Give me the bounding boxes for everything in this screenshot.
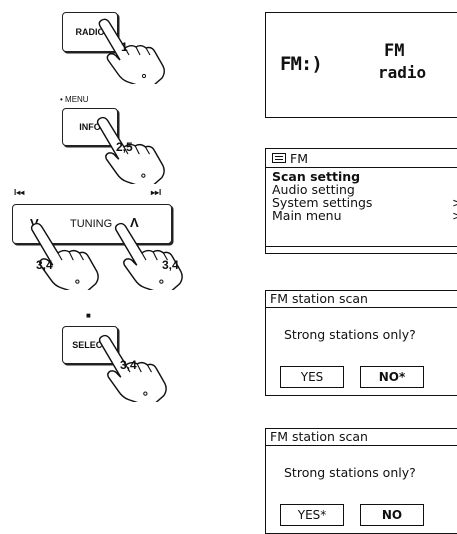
lcd-screen-splash: FM:) FM radio [265,12,457,118]
lcd-screen-scan-no: FM station scan Strong stations only? YE… [265,290,457,396]
menu-item-main-menu[interactable]: Main menu [272,209,342,222]
splash-line2: radio [378,63,426,82]
yes-button[interactable]: YES [280,366,344,388]
lcd-screen-menu: FM Scan setting Audio setting System set… [265,148,457,254]
list-icon [272,153,286,163]
step-number: 3,4 [120,358,137,372]
chevron-right-icon: > [452,209,457,222]
divider [266,167,457,168]
step-number: 3,4 [162,258,179,272]
pointing-hand-icon [88,18,170,84]
select-square-icon: ■ [86,311,91,320]
no-button[interactable]: NO* [360,366,424,388]
pointing-hand-icon [104,222,188,290]
fm-logo: FM:) [280,53,322,75]
step-number: 2,5 [116,140,133,154]
divider [266,307,457,308]
step-number: 1 [121,40,128,54]
no-button[interactable]: NO [360,504,424,526]
step-number: 3,4 [36,258,53,272]
next-icon: ▸▸I [151,188,161,197]
menu-header: FM [272,152,308,166]
dialog-question: Strong stations only? [284,465,416,480]
lcd-screen-scan-yes: FM station scan Strong stations only? YE… [265,428,457,534]
pointing-hand-icon [20,222,104,290]
dialog-title: FM station scan [270,292,368,306]
divider [266,246,457,247]
dialog-title: FM station scan [270,430,368,444]
splash-line1: FM [384,41,404,61]
dialog-question: Strong stations only? [284,327,416,342]
menu-label: • MENU [60,95,89,104]
divider [266,445,457,446]
previous-icon: I◂◂ [14,188,24,197]
yes-button[interactable]: YES* [280,504,344,526]
